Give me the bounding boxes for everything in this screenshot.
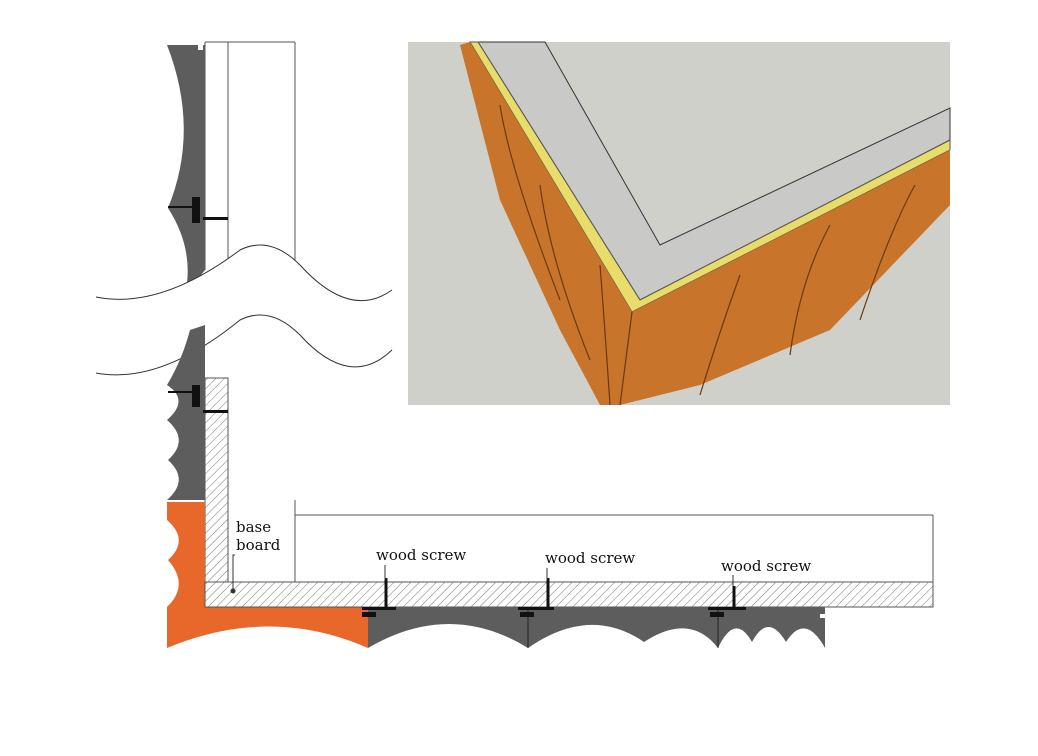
corner-3d-render: [408, 41, 951, 406]
upper-gray-wall-panel: [167, 45, 205, 295]
wood-screw-label-2: wood screw: [545, 549, 636, 567]
lower-screw-icon: [168, 385, 228, 413]
orange-corner-floor-panel: [167, 607, 368, 648]
base-board-label-line2: board: [236, 536, 281, 554]
lower-gray-wall-panel: [167, 325, 205, 500]
wood-screw-icon-3: [708, 586, 746, 617]
upper-screw-icon: [168, 197, 228, 223]
horizontal-base-board: [204, 581, 934, 608]
wood-screw-icon-1: [362, 578, 396, 617]
base-board-marker: [230, 588, 236, 594]
orange-corner-panel: [167, 502, 205, 607]
base-board-label-line1: base: [236, 518, 272, 536]
gray-panel-2: [528, 607, 718, 648]
wood-screw-icon-2: [518, 578, 554, 617]
gray-panel-1: [368, 607, 528, 648]
break-line-bottom: [95, 314, 393, 376]
break-line-top: [96, 245, 392, 500]
gray-panel-3: [718, 607, 825, 648]
wood-screw-label-1: wood screw: [376, 546, 467, 564]
wood-screw-label-3: wood screw: [721, 557, 812, 575]
